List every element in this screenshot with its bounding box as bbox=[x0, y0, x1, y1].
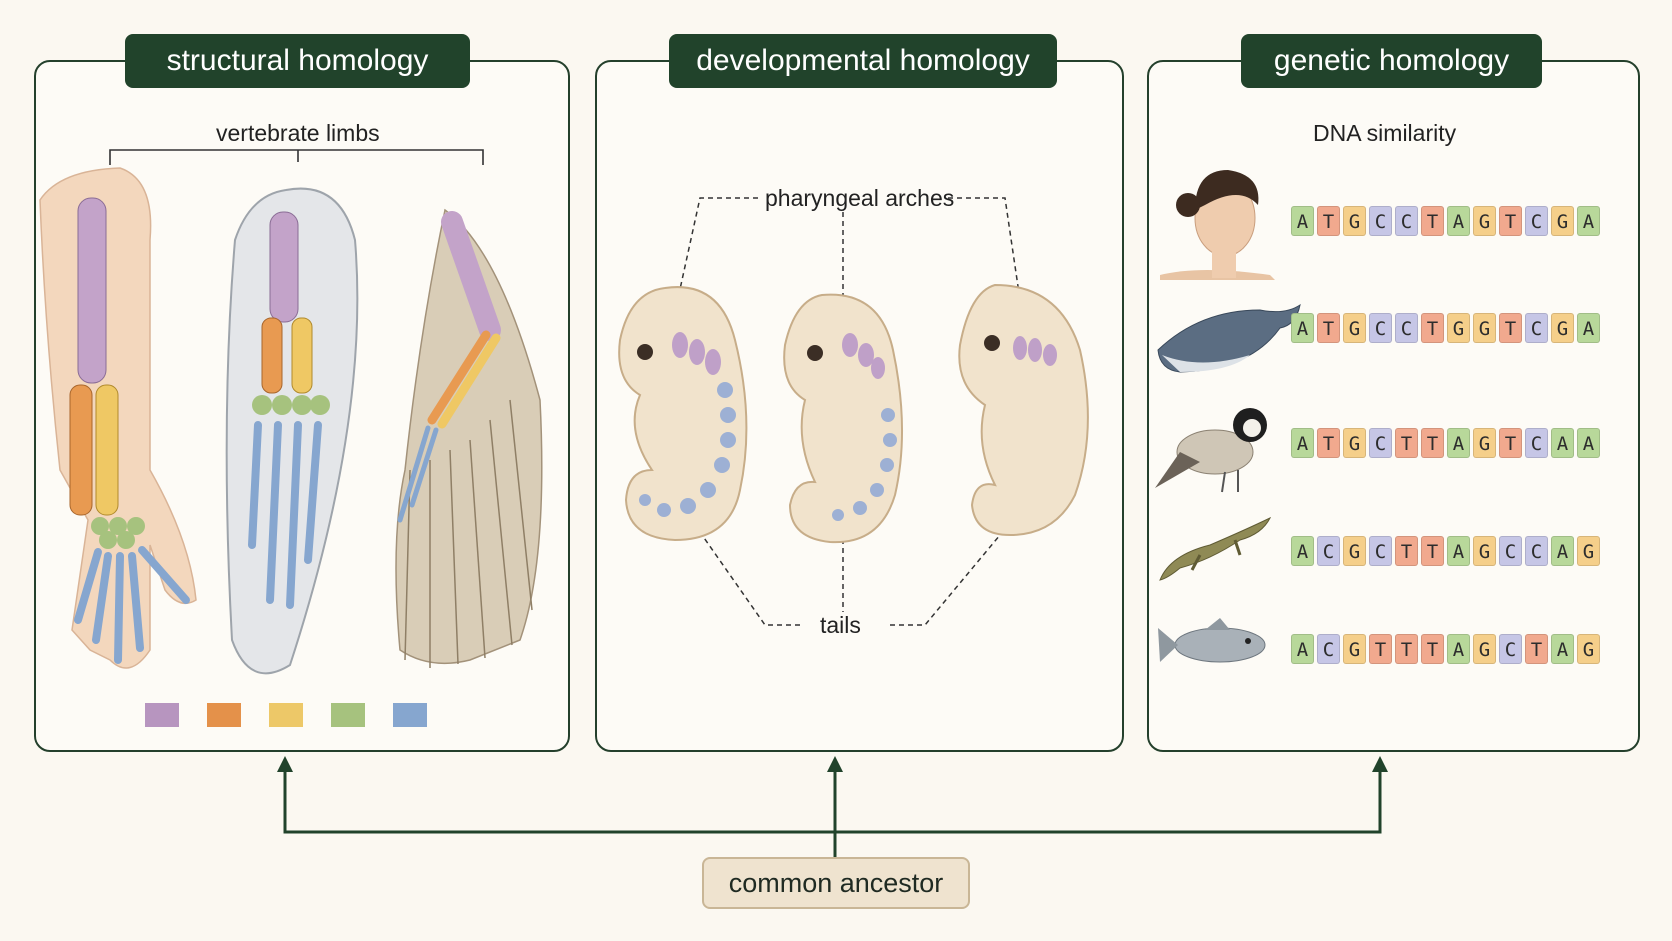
dna-base: T bbox=[1525, 634, 1548, 664]
legend-swatch bbox=[145, 703, 179, 727]
dna-base: T bbox=[1317, 206, 1340, 236]
dna-base: T bbox=[1395, 634, 1418, 664]
dna-base: T bbox=[1499, 428, 1522, 458]
dna-base: A bbox=[1577, 313, 1600, 343]
dna-base: G bbox=[1343, 206, 1366, 236]
dna-base: C bbox=[1369, 536, 1392, 566]
dna-base: G bbox=[1473, 634, 1496, 664]
dna-base: C bbox=[1369, 206, 1392, 236]
vertebrate-limbs-label: vertebrate limbs bbox=[216, 120, 380, 146]
limbs-bracket bbox=[109, 149, 484, 165]
dna-base: C bbox=[1499, 536, 1522, 566]
lizard-icon bbox=[1159, 516, 1272, 581]
dna-base: T bbox=[1369, 634, 1392, 664]
dna-base: C bbox=[1395, 313, 1418, 343]
embryo-icon-mammal bbox=[958, 283, 1089, 537]
bird-icon bbox=[1155, 408, 1267, 493]
dna-base: A bbox=[1291, 313, 1314, 343]
dna-base: A bbox=[1551, 634, 1574, 664]
dna-base: G bbox=[1343, 634, 1366, 664]
connector-lines bbox=[674, 197, 1021, 626]
dna-base: C bbox=[1525, 313, 1548, 343]
dna-base: C bbox=[1369, 428, 1392, 458]
dna-base: G bbox=[1343, 428, 1366, 458]
dna-base: A bbox=[1447, 428, 1470, 458]
dna-base: C bbox=[1525, 428, 1548, 458]
whale-flipper-icon bbox=[225, 187, 359, 675]
ancestor-arrows bbox=[283, 770, 1382, 857]
dna-base: G bbox=[1447, 313, 1470, 343]
dna-base: C bbox=[1499, 634, 1522, 664]
dna-base: T bbox=[1499, 313, 1522, 343]
dna-base: A bbox=[1291, 428, 1314, 458]
dna-base: A bbox=[1291, 536, 1314, 566]
dna-base: G bbox=[1473, 536, 1496, 566]
human-face-icon bbox=[1160, 170, 1275, 280]
legend-swatch bbox=[393, 703, 427, 727]
dna-base: T bbox=[1395, 536, 1418, 566]
dna-base: T bbox=[1421, 313, 1444, 343]
dna-base: A bbox=[1447, 634, 1470, 664]
structural-homology-title: structural homology bbox=[125, 34, 470, 88]
dna-base: A bbox=[1577, 206, 1600, 236]
arrowheads bbox=[277, 756, 1388, 772]
dna-base: T bbox=[1499, 206, 1522, 236]
dna-base: G bbox=[1343, 536, 1366, 566]
dna-base: T bbox=[1421, 536, 1444, 566]
tails-label: tails bbox=[820, 612, 861, 638]
embryo-icon-fish bbox=[618, 286, 748, 542]
dna-base: T bbox=[1421, 206, 1444, 236]
dna-base: G bbox=[1551, 313, 1574, 343]
dna-similarity-label: DNA similarity bbox=[1313, 120, 1457, 146]
dna-base: C bbox=[1395, 206, 1418, 236]
dna-base: T bbox=[1421, 428, 1444, 458]
dna-base: T bbox=[1421, 634, 1444, 664]
dna-base: G bbox=[1577, 634, 1600, 664]
dna-base: G bbox=[1473, 428, 1496, 458]
common-ancestor-box: common ancestor bbox=[702, 857, 970, 909]
dna-base: C bbox=[1525, 536, 1548, 566]
dna-base: C bbox=[1369, 313, 1392, 343]
fish-icon bbox=[1158, 618, 1266, 663]
dna-base: C bbox=[1317, 536, 1340, 566]
dna-base: C bbox=[1525, 206, 1548, 236]
dna-base: T bbox=[1317, 313, 1340, 343]
dna-base: G bbox=[1473, 206, 1496, 236]
whale-icon bbox=[1157, 303, 1301, 373]
dna-base: A bbox=[1551, 536, 1574, 566]
dna-base: A bbox=[1551, 428, 1574, 458]
dna-base: A bbox=[1577, 428, 1600, 458]
legend-swatch bbox=[269, 703, 303, 727]
bird-wing-icon bbox=[395, 208, 543, 668]
legend-swatch bbox=[331, 703, 365, 727]
dna-base: A bbox=[1447, 536, 1470, 566]
pharyngeal-arches-label: pharyngeal arches bbox=[765, 185, 955, 211]
bone-color-legend bbox=[145, 703, 427, 727]
dna-base: G bbox=[1473, 313, 1496, 343]
developmental-homology-title: developmental homology bbox=[669, 34, 1057, 88]
genetic-homology-title: genetic homology bbox=[1241, 34, 1542, 88]
dna-base: T bbox=[1395, 428, 1418, 458]
dna-base: A bbox=[1291, 206, 1314, 236]
legend-swatch bbox=[207, 703, 241, 727]
dna-base: T bbox=[1317, 428, 1340, 458]
dna-base: C bbox=[1317, 634, 1340, 664]
dna-base: A bbox=[1291, 634, 1314, 664]
dna-base: A bbox=[1447, 206, 1470, 236]
human-arm-icon bbox=[39, 167, 197, 669]
dna-base: G bbox=[1577, 536, 1600, 566]
dna-base: G bbox=[1343, 313, 1366, 343]
dna-base: G bbox=[1551, 206, 1574, 236]
embryo-icon-bird bbox=[783, 293, 904, 544]
